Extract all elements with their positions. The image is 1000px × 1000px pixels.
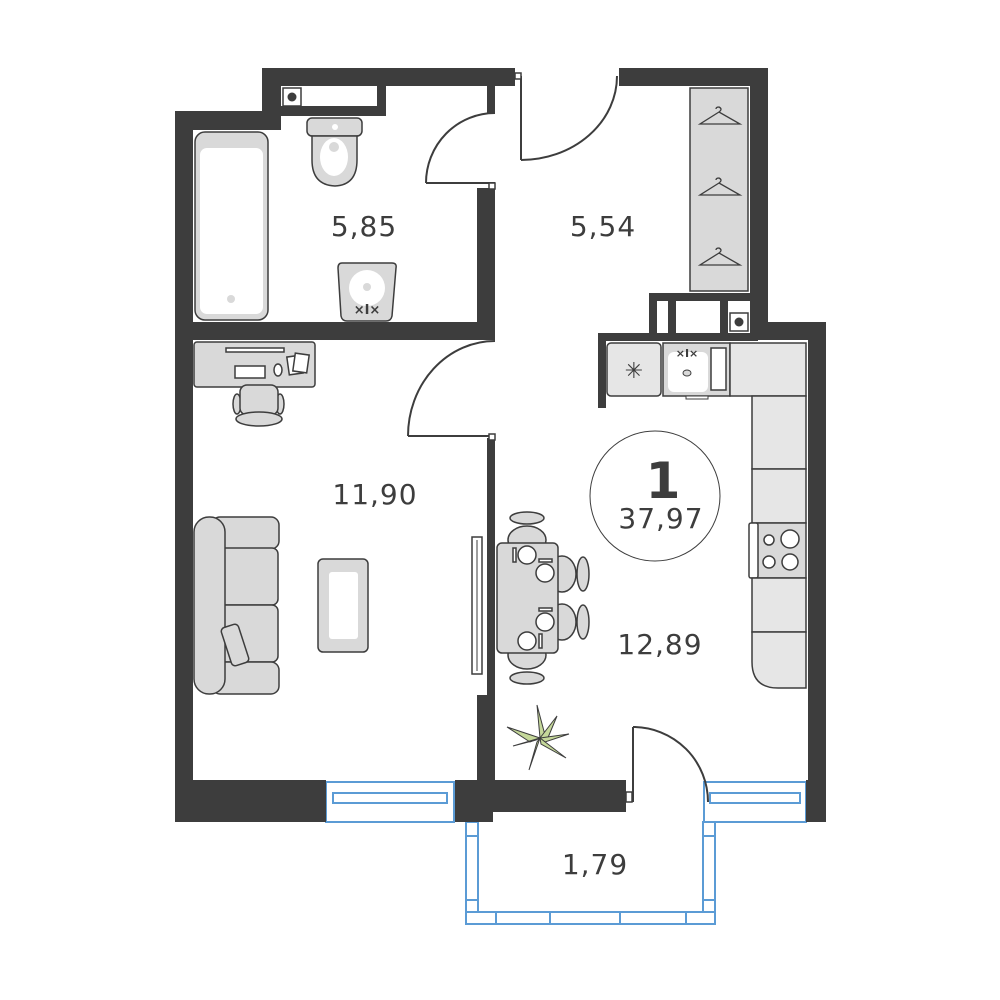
toilet [306,117,363,187]
balcony-door [632,726,709,803]
bathroom-sink: ×I× [337,262,397,322]
windows [325,781,807,925]
rooms-count: 1 [646,452,681,510]
desk [193,341,316,388]
sofa [193,516,280,695]
entrance-door [520,75,618,161]
coffee-table [317,558,369,653]
wardrobe [689,87,749,292]
plant-icon [506,704,570,771]
svg-text:×I×: ×I× [354,303,381,318]
bathroom-door [425,112,496,184]
asterisk-icon: ✳ [625,359,643,384]
doors [407,72,709,803]
office-chair [232,384,285,427]
kitchen-counters: ✳ ×I× [606,342,807,689]
living-room-area: 11,90 [332,478,417,511]
tv [471,536,483,675]
living-room-door [407,340,496,437]
balcony-railing [465,821,716,925]
vent-shafts [282,87,749,332]
svg-text:×I×: ×I× [676,347,699,360]
hallway-area: 5,54 [570,210,636,243]
bathtub [194,131,269,321]
hanger-icon [697,106,743,266]
walls [175,68,826,822]
dining-set [496,511,590,685]
apartment-badge: 1 37,97 [589,430,721,562]
bathroom-area: 5,85 [331,210,397,243]
total-area: 37,97 [618,502,703,535]
balcony-area: 1,79 [562,848,628,881]
kitchen-area: 12,89 [617,628,702,661]
